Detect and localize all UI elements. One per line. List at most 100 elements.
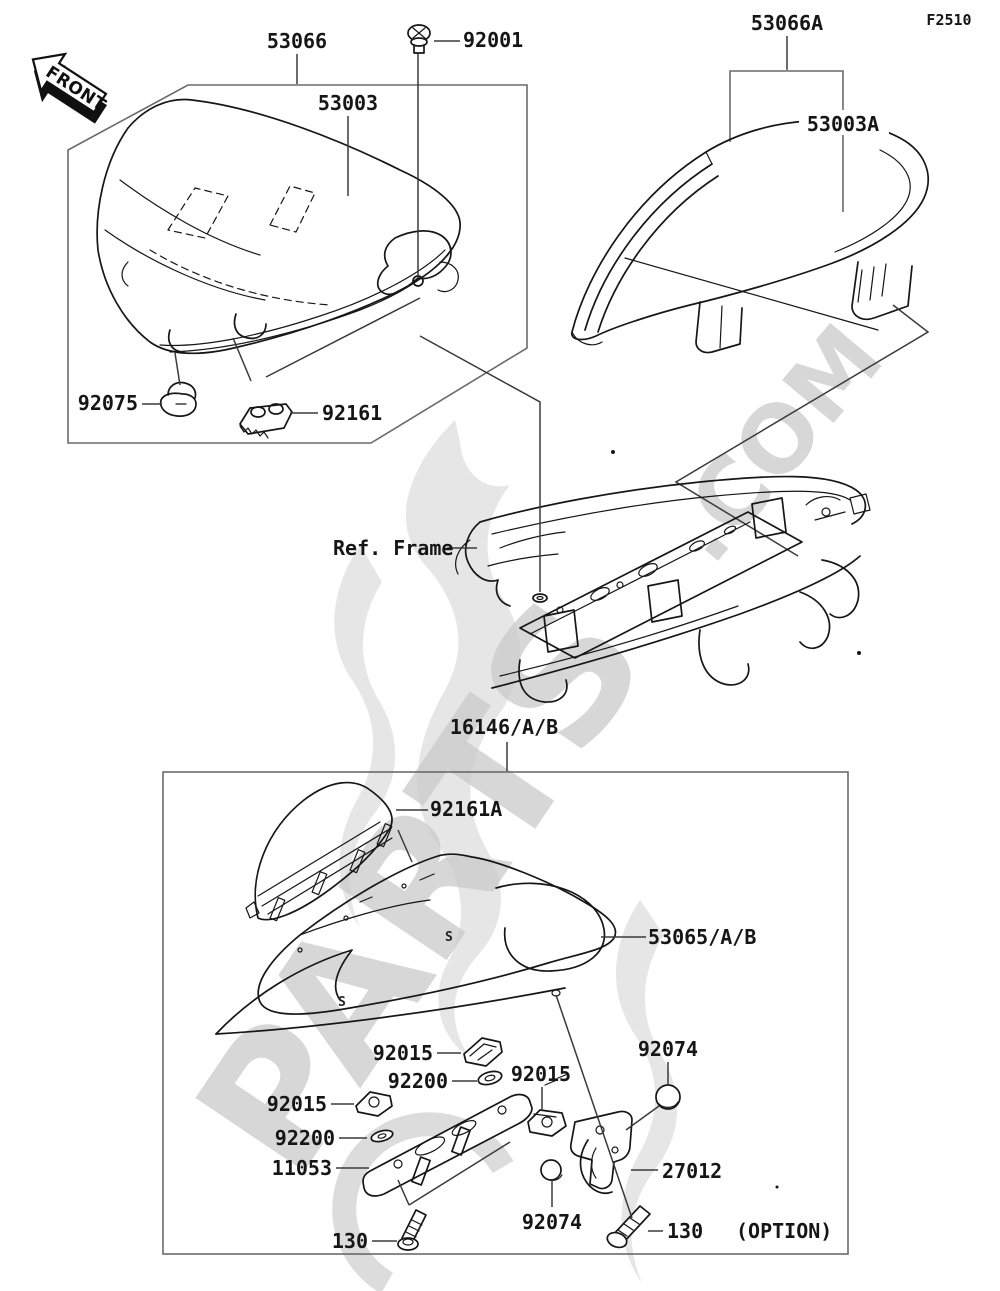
mold-mark-s: S [338,995,346,1010]
mold-mark-s: S [445,930,453,945]
part-label-92074-top: 92074 [638,1037,698,1061]
part-label-27012: 27012 [662,1159,722,1183]
nut-92074-flange [657,1101,679,1108]
frame-slot [590,587,610,601]
frame-latch-hole [821,507,831,517]
frame-tail-tab [518,659,568,703]
plate-hole [393,1159,403,1169]
grommet-92075-art [159,381,197,417]
seat-rim-line [169,247,453,353]
pad-pin [311,871,328,896]
guide-plate-to-bolt [397,1141,511,1206]
guide-92075 [174,352,181,386]
rear-seat-bracket [851,261,913,321]
bolt-130-head-top [402,1238,414,1246]
rear-seat-art [571,119,930,557]
cover-art: S S [215,853,617,1086]
front-seat-art [96,98,461,355]
part-label-53003A: 53003A [807,112,879,136]
rear-seat-tab [695,301,743,354]
frame-slot [689,540,705,552]
part-label-53066: 53066 [267,29,327,53]
washer-92200-hole [484,1074,496,1082]
cover-skirt-bottom [215,987,566,1035]
grommet-flange [159,392,197,417]
seat-patch-dashed [269,185,316,233]
seat-foot [233,313,267,340]
screw-92001-art [407,24,431,54]
leader-lines [142,36,788,1242]
frame-front-edge2 [455,539,471,575]
screw-flange [410,37,428,47]
rear-seat-tab-fold [719,305,723,349]
part-labels: F2510 53066 92001 53066A 53003 53003A 92… [78,11,972,1253]
seat-outline [96,98,461,355]
rear-seat-inner-curve [834,149,911,253]
part-label-92200-left: 92200 [275,1126,335,1150]
frame-latch-plate [849,493,871,515]
frame-lower-rail-inner [499,605,739,677]
fastener-dome [268,403,284,415]
part-label-130-right: 130 [667,1219,703,1243]
screw-shaft [413,44,425,54]
frame-hook [821,559,860,619]
guide-cover-to-bolt [555,994,633,1219]
part-label-92075: 92075 [78,391,138,415]
frame-tail-tab [698,629,750,686]
ref-frame-label: Ref. Frame [333,536,453,560]
bolt-130-threads [617,1217,640,1237]
washer-92200 [370,1129,394,1143]
front-arrow-icon [31,52,108,114]
rear-seat-trim-inner [597,175,719,333]
stay-hook-inner [590,1147,597,1179]
seat-surface-line [104,229,266,301]
stay-27012 [569,1110,633,1190]
stray-dot [857,651,861,655]
front-direction-marker: FRONT [31,52,109,124]
cover-dot [343,915,349,921]
part-label-53066A: 53066A [751,11,823,35]
stay-hole [611,1146,619,1154]
part-label-92015-mid: 92015 [511,1062,571,1086]
part-label-92161A: 92161A [430,797,502,821]
cover-skirt [215,949,353,1035]
frame-mount-hole-inner [536,595,544,601]
nut-92015-face [533,1113,557,1118]
clip-92015-dome [368,1096,380,1108]
part-label-92015-left: 92015 [267,1092,327,1116]
cap-92074-shade [542,1174,563,1181]
frame-hole [616,581,624,589]
seat-rim-line [159,249,446,347]
part-label-92001: 92001 [463,28,523,52]
cover-loop-seam [495,882,606,972]
pad-pin [376,823,393,848]
grommet-dome [167,381,197,399]
trim-end-fold [571,331,603,346]
watermark-flame-icon [334,545,396,928]
group-bracket-rear-seat [729,70,844,142]
frame-art [455,450,871,703]
rear-seat-mount-guide [674,304,930,557]
watermark-text-top: .COM [647,305,904,582]
part-label-92200-top: 92200 [388,1069,448,1093]
clip-92015-detail [469,1043,497,1061]
trim-end-fold [705,151,713,165]
seat-surface-line [119,179,261,256]
clip-92015 [463,1037,503,1067]
guide-92161-b [265,297,421,378]
guide-92161-a [232,337,252,382]
seat-edge-hook [121,261,129,287]
bolt-130-threads [405,1219,423,1238]
stray-dot [611,450,615,454]
part-label-92161: 92161 [322,401,382,425]
part-label-92015-top: 92015 [373,1041,433,1065]
washer-92200-hole [377,1133,387,1139]
cover-outline [257,853,617,1015]
stray-dot [775,1185,779,1189]
frame-up-tab [751,497,787,539]
cover-dash-marks [359,873,569,1086]
option-note: (OPTION) [736,1219,832,1243]
cover-pad-art [245,781,393,922]
part-label-11053: 11053 [272,1156,332,1180]
